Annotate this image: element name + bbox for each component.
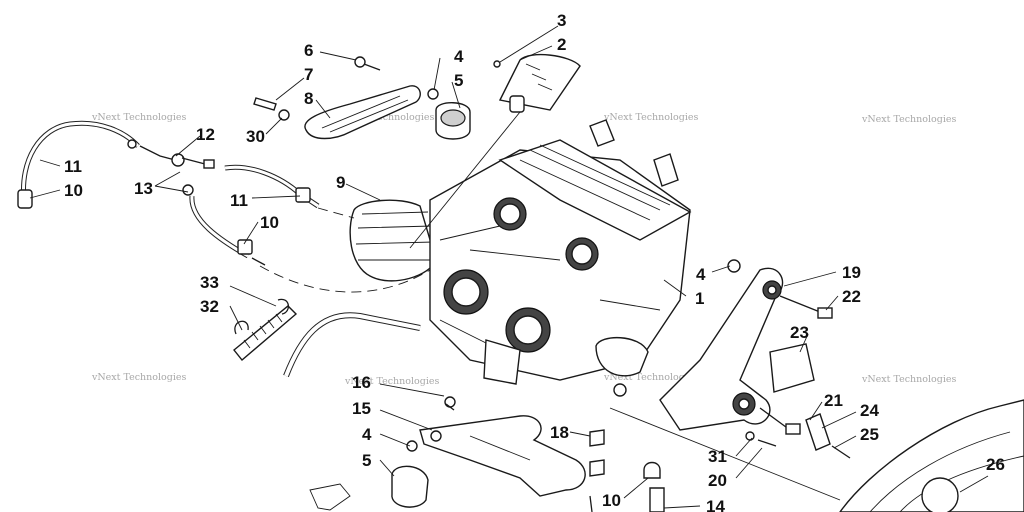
callout-8: 8: [304, 89, 313, 108]
callout-6: 6: [304, 41, 313, 60]
watermark-6: vNext Technologies: [344, 376, 439, 387]
callout-10-bottom: 10: [602, 491, 621, 510]
air-intake: [349, 199, 437, 282]
watermark-1: vNext Technologies: [91, 112, 186, 123]
callout-22: 22: [842, 287, 861, 306]
callout-13: 13: [134, 179, 153, 198]
callout-5-top: 5: [454, 71, 463, 90]
callout-4-bottom: 4: [362, 425, 372, 444]
watermark-5: vNext Technologies: [91, 372, 186, 383]
callout-25: 25: [860, 425, 879, 444]
callout-15: 15: [352, 399, 371, 418]
callout-5-bottom: 5: [362, 451, 371, 470]
callout-11-left: 11: [64, 157, 82, 176]
callout-24: 24: [860, 401, 879, 420]
callout-4-right: 4: [696, 265, 706, 284]
callout-30: 30: [246, 127, 265, 146]
callout-14: 14: [706, 497, 725, 512]
engine-mount: [659, 259, 851, 459]
callout-21: 21: [824, 391, 843, 410]
callout-19: 19: [842, 263, 861, 282]
callout-12: 12: [196, 125, 215, 144]
callout-33: 33: [200, 273, 219, 292]
callout-31: 31: [708, 447, 727, 466]
engine-block: [429, 119, 692, 397]
callout-2: 2: [557, 35, 566, 54]
callout-20: 20: [708, 471, 727, 490]
watermark-3: vNext Technologies: [603, 112, 698, 123]
callout-11-mid: 11: [230, 191, 248, 210]
fuel-hoses: [17, 120, 320, 266]
callout-10-left: 10: [64, 181, 83, 200]
leader-lines: [29, 25, 989, 509]
callout-numbers: 3 2 6 4 7 5 8 12 30 11 9 13 10 11 10 4 1…: [64, 11, 1005, 512]
callout-4-top: 4: [454, 47, 464, 66]
callout-3: 3: [557, 11, 566, 30]
springs: [233, 298, 421, 378]
callout-7: 7: [304, 65, 313, 84]
watermark-4: vNext Technologies: [861, 114, 956, 125]
callout-10-mid: 10: [260, 213, 279, 232]
callout-26: 26: [986, 455, 1005, 474]
watermark-2: vNext Technologies: [339, 112, 434, 123]
callout-1: 1: [695, 289, 704, 308]
watermark-8: vNext Technologies: [861, 374, 956, 385]
callout-9: 9: [336, 173, 345, 192]
upper-brackets: [253, 53, 581, 140]
watermarks: vNext Technologies vNext Technologies vN…: [91, 112, 956, 387]
watermark-7: vNext Technologies: [603, 372, 698, 383]
callout-32: 32: [200, 297, 219, 316]
drive-clutch: [839, 399, 1024, 512]
lower-bracket: [309, 396, 665, 512]
callout-16: 16: [352, 373, 371, 392]
callout-23: 23: [790, 323, 809, 342]
callout-18: 18: [550, 423, 569, 442]
